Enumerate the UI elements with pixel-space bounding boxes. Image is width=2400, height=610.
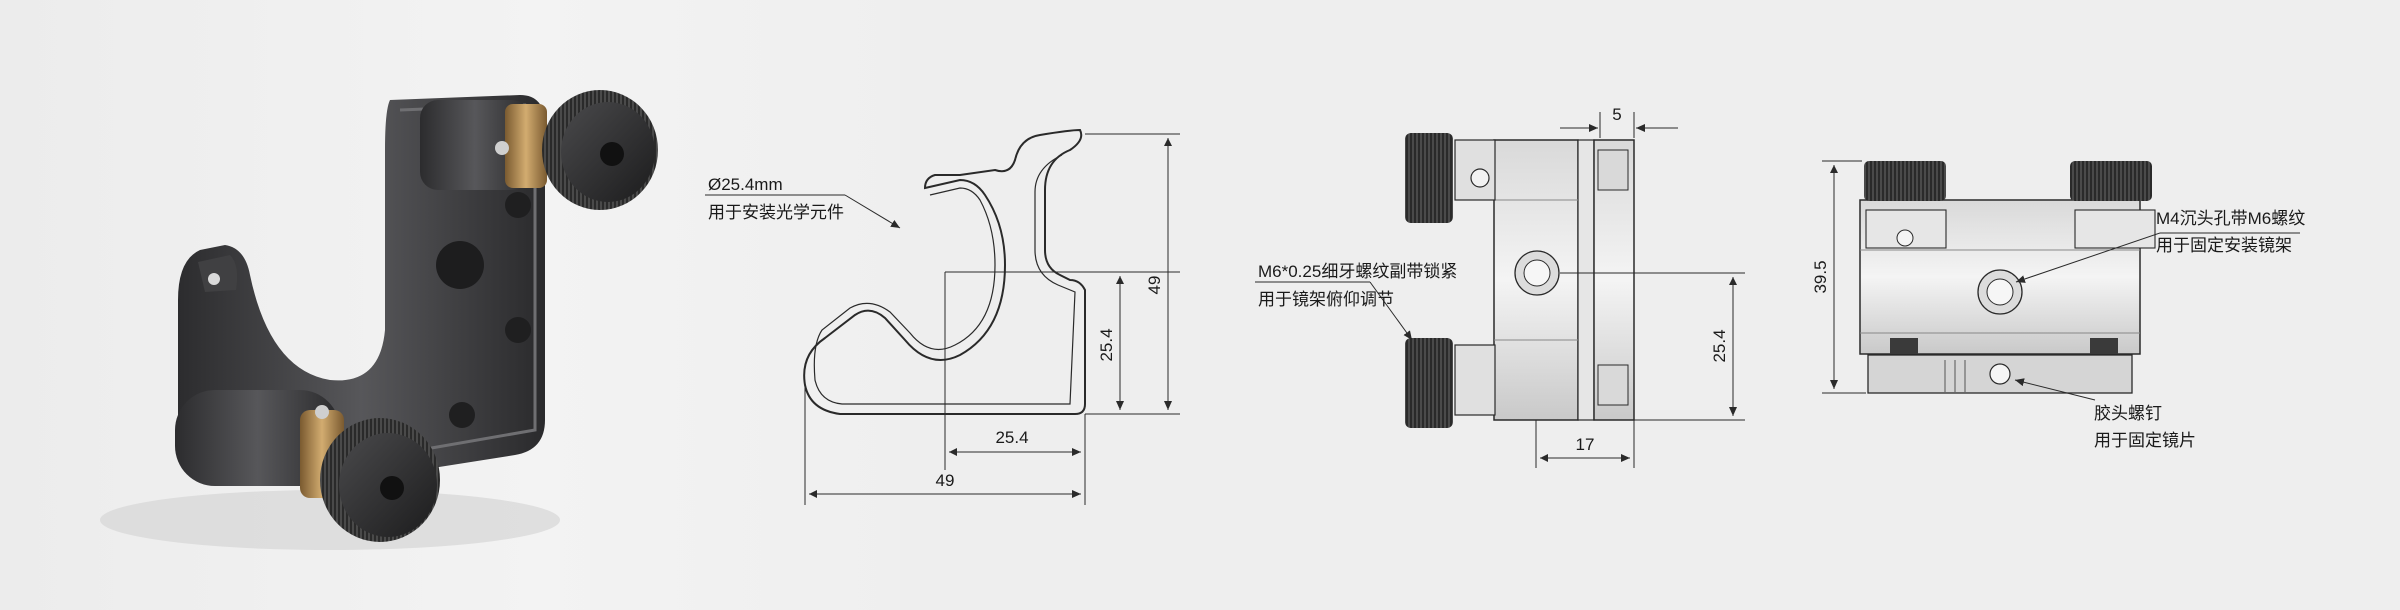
side-hole-middle — [505, 317, 531, 343]
front-dim-width-total: 49 — [936, 471, 955, 490]
upper-knob-hex-socket — [600, 142, 624, 166]
top-view-dimensions — [1822, 160, 2300, 401]
top-view-drawing — [1859, 161, 2156, 394]
front-dim-height-center: 25.4 — [1097, 328, 1116, 361]
lower-barrel — [175, 390, 340, 486]
front-view-drawing — [803, 128, 1180, 470]
side-note-thread: M6*0.25细牙螺纹副带锁紧 — [1258, 262, 1457, 281]
side-hole-lower — [449, 402, 475, 428]
side-mount-hole-inner — [1523, 259, 1551, 287]
side-front-detail-bottom — [1597, 364, 1629, 406]
side-view-drawing — [1405, 133, 1635, 428]
front-dim-width-center: 25.4 — [995, 428, 1028, 447]
retaining-screw — [208, 273, 220, 285]
side-body — [1493, 139, 1579, 421]
top-glue-screw — [1989, 363, 2011, 385]
top-lock-screw — [1896, 229, 1914, 247]
side-dim-top: 5 — [1612, 105, 1621, 124]
front-view-dimensions — [705, 133, 1180, 505]
top-foot-left — [1890, 338, 1918, 354]
technical-drawing-panel — [900, 0, 2400, 610]
floor-shadow — [100, 490, 560, 550]
top-right-barrel — [2074, 209, 2156, 249]
top-note-screw: 胶头螺钉 — [2094, 404, 2162, 423]
front-outline — [803, 128, 1086, 415]
front-note-optic-size: Ø25.4mm — [708, 175, 783, 194]
top-right-knob[interactable] — [2070, 161, 2152, 201]
center-mount-hole — [436, 241, 484, 289]
side-dim-height-center: 25.4 — [1710, 329, 1729, 362]
side-front-detail-top — [1597, 149, 1629, 191]
lower-knob-hex-socket — [380, 476, 404, 500]
top-note-hole-use: 用于固定安装镜架 — [2156, 236, 2292, 255]
upper-barrel — [420, 100, 530, 190]
side-lock-screw — [1470, 168, 1490, 188]
top-left-knob[interactable] — [1864, 161, 1946, 201]
upper-lock-screw — [495, 141, 509, 155]
retaining-tab — [198, 255, 238, 292]
side-lower-knob[interactable] — [1405, 338, 1453, 428]
side-dim-bottom: 17 — [1576, 435, 1595, 454]
side-note-thread-use: 用于镜架俯仰调节 — [1258, 290, 1394, 309]
top-counterbore-inner — [1986, 278, 2014, 306]
mirror-mount-photo — [100, 90, 658, 550]
side-upper-knob[interactable] — [1405, 133, 1453, 223]
side-lower-barrel — [1454, 344, 1496, 416]
side-hole-upper — [505, 192, 531, 218]
front-note-optic-use: 用于安装光学元件 — [708, 203, 844, 222]
side-plate-gap — [1577, 139, 1595, 421]
front-dim-height-total: 49 — [1145, 276, 1164, 295]
top-left-barrel — [1865, 209, 1947, 249]
top-note-hole: M4沉头孔带M6螺纹 — [2156, 209, 2305, 228]
lower-lock-screw — [315, 405, 329, 419]
top-dim-height: 39.5 — [1811, 260, 1830, 293]
side-view-dimensions — [1255, 112, 1745, 468]
top-note-screw-use: 用于固定镜片 — [2094, 431, 2196, 450]
upper-brass-bushing — [505, 104, 547, 188]
top-foot-right — [2090, 338, 2118, 354]
